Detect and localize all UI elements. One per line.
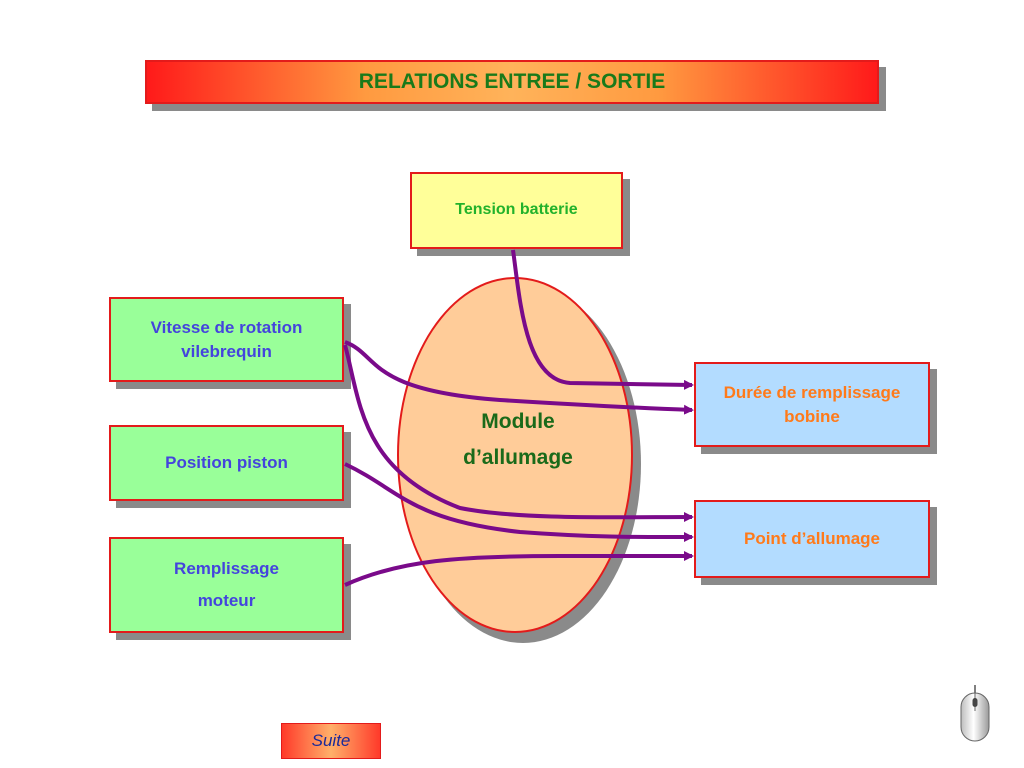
input-position-label: Position piston — [165, 453, 288, 473]
output-point-label: Point d’allumage — [743, 529, 881, 549]
output-duree-remplissage: Durée de remplissage bobine — [694, 362, 930, 447]
input-remplissage-line1: Remplissage — [174, 559, 279, 579]
input-tension-label: Tension batterie — [455, 201, 578, 219]
output-duree-label: Durée de remplissage bobine — [723, 382, 901, 426]
module-label-line1: Module — [481, 410, 555, 433]
page-title-text: RELATIONS ENTREE / SORTIE — [358, 70, 666, 94]
input-tension-batterie: Tension batterie — [410, 172, 623, 249]
suite-button[interactable]: Suite — [281, 723, 381, 759]
page-title: RELATIONS ENTREE / SORTIE — [145, 60, 879, 104]
module-label-line2: d’allumage — [463, 446, 573, 469]
output-point-allumage: Point d’allumage — [694, 500, 930, 578]
arrow-position-to-point — [344, 462, 694, 543]
input-remplissage-moteur: Remplissage moteur — [109, 537, 344, 633]
suite-button-label: Suite — [311, 731, 351, 750]
input-remplissage-line2: moteur — [197, 591, 256, 610]
input-vitesse-rotation: Vitesse de rotation vilebrequin — [109, 297, 344, 382]
module-ellipse — [397, 277, 633, 633]
input-vitesse-label: Vitesse de rotation vilebrequin — [150, 317, 303, 361]
module-label: Module d’allumage — [420, 410, 616, 482]
arrow-vitesse-to-duree — [344, 340, 694, 415]
arrow-vitesse-to-point — [343, 344, 694, 523]
arrow-tension-to-duree — [511, 249, 694, 390]
input-position-piston: Position piston — [109, 425, 344, 501]
arrow-remplissage-to-point — [344, 551, 694, 587]
mouse-icon[interactable] — [958, 685, 992, 750]
